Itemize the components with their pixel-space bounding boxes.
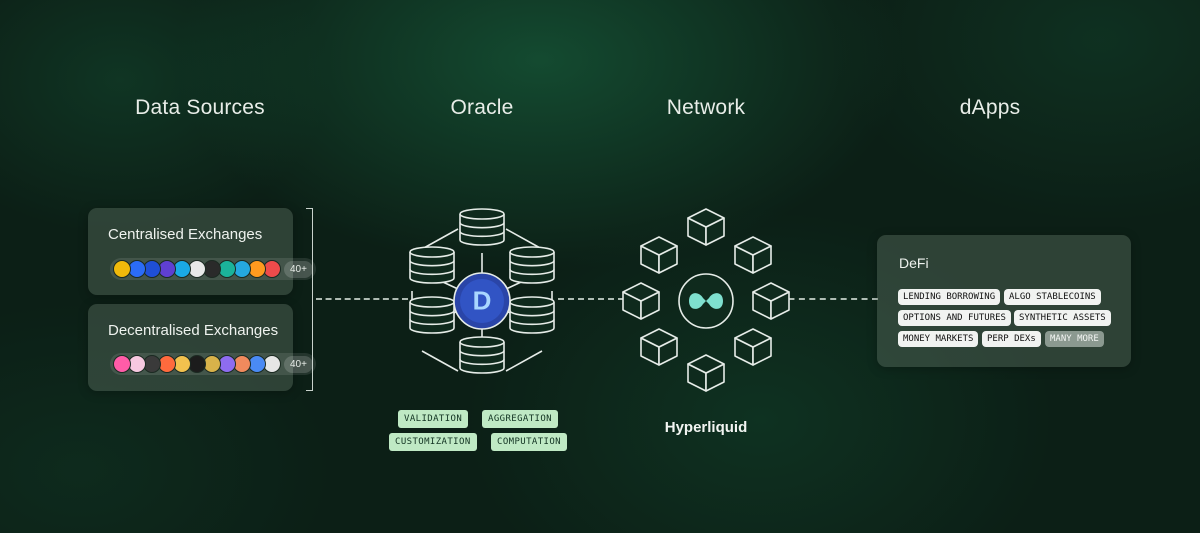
cube-icon	[640, 236, 678, 274]
oracle-graphic	[409, 208, 555, 374]
dapp-tag-many-more: MANY MORE	[1045, 331, 1104, 347]
database-icon	[409, 296, 455, 334]
decentralised-exchange-logos: 40+	[110, 353, 316, 375]
defi-title: DeFi	[899, 255, 929, 271]
database-icon	[509, 296, 555, 334]
exchange-logo-icon	[113, 260, 131, 278]
dapp-tag-lending-borrowing: LENDING BORROWING	[898, 289, 1001, 305]
dapp-tag-synthetic-assets: SYNTHETIC ASSETS	[1014, 310, 1111, 326]
dapp-tag-options-futures: OPTIONS AND FUTURES	[898, 310, 1011, 326]
cube-icon	[687, 354, 725, 392]
database-icon	[509, 246, 555, 284]
cube-icon	[640, 328, 678, 366]
exchange-logo-stack	[113, 260, 281, 278]
exchange-logo-stack	[113, 355, 281, 373]
cube-icon	[687, 208, 725, 246]
network-graphic	[622, 208, 790, 392]
column-title-oracle: Oracle	[450, 96, 514, 119]
connector-sources-oracle	[316, 298, 408, 300]
oracle-logo-letter: D	[472, 285, 492, 316]
decentralised-exchanges-card: Decentralised Exchanges 40+	[88, 304, 316, 391]
column-title-network: Network	[666, 96, 746, 119]
connector-network-dapps	[778, 298, 878, 300]
database-icon	[459, 336, 505, 374]
connector-oracle-network	[558, 298, 634, 300]
dapp-tag-money-markets: MONEY MARKETS	[898, 331, 979, 347]
decentralised-more-badge: 40+	[284, 355, 313, 373]
database-icon	[409, 246, 455, 284]
cube-icon	[752, 282, 790, 320]
oracle-tag-computation: COMPUTATION	[491, 433, 568, 451]
dapp-tag-perp-dexs: PERP DEXs	[982, 331, 1041, 347]
decentralised-exchanges-title: Decentralised Exchanges	[108, 322, 279, 339]
oracle-tag-aggregation: AGGREGATION	[482, 410, 559, 428]
centralised-exchanges-card: Centralised Exchanges 40+	[88, 208, 316, 295]
column-title-data-sources: Data Sources	[135, 96, 265, 119]
oracle-tag-validation: VALIDATION	[398, 410, 469, 428]
centralised-exchange-logos: 40+	[110, 258, 316, 280]
hyperliquid-logo-icon	[689, 293, 723, 309]
centralised-exchanges-title: Centralised Exchanges	[108, 226, 263, 243]
cube-icon	[734, 236, 772, 274]
dapp-tag-algo-stablecoins: ALGO STABLECOINS	[1004, 289, 1101, 305]
oracle-tag-customization: CUSTOMIZATION	[389, 433, 477, 451]
cube-icon	[622, 282, 660, 320]
data-sources-bracket	[306, 208, 313, 391]
cube-icon	[734, 328, 772, 366]
column-title-dapps: dApps	[959, 96, 1021, 119]
network-label: Hyperliquid	[664, 419, 748, 436]
centralised-more-badge: 40+	[284, 260, 313, 278]
database-icon	[459, 208, 505, 246]
exchange-logo-icon	[113, 355, 131, 373]
